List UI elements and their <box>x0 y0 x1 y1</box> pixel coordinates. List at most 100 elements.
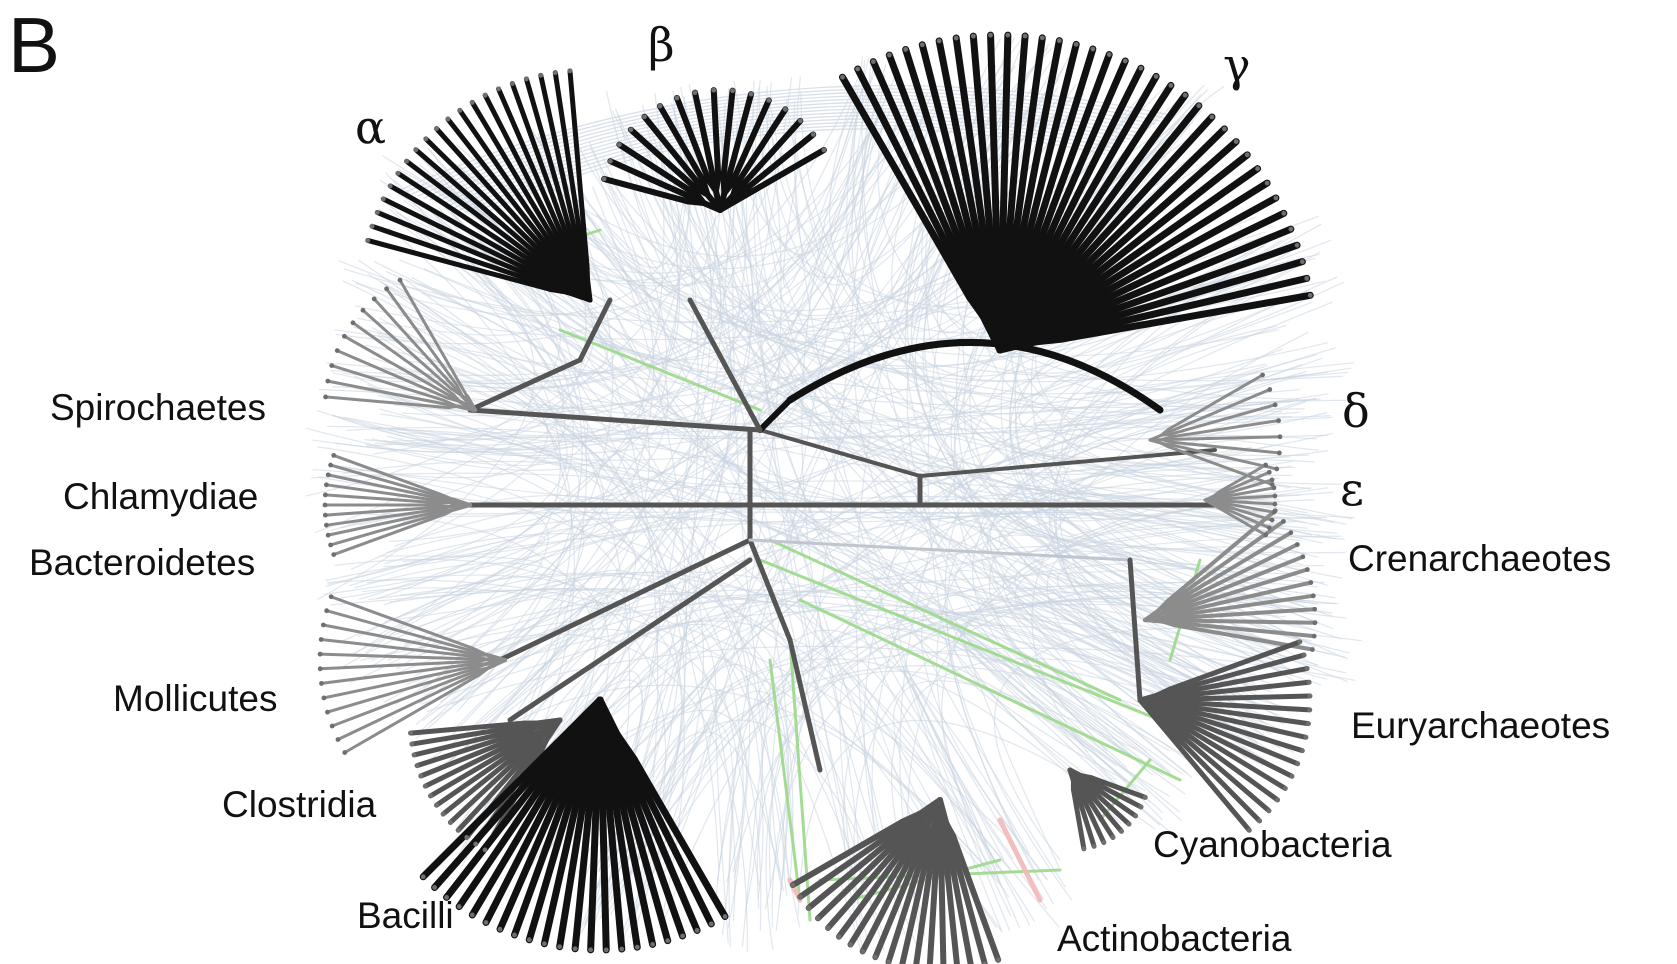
leaf-tip <box>538 73 543 78</box>
leaf-tip <box>331 552 336 557</box>
leaf-tip <box>1288 530 1293 535</box>
transfer-edge-highlight <box>1000 820 1040 900</box>
leaf-tip <box>1290 774 1295 779</box>
leaf-tip <box>860 949 865 954</box>
leaf-tip <box>326 533 331 538</box>
leaf-tip <box>553 70 558 75</box>
leaf-tip <box>328 463 333 468</box>
leaf-tip <box>483 93 488 98</box>
leaf-tip <box>1281 519 1286 524</box>
leaf-tip <box>542 941 547 946</box>
leaf-tip <box>398 278 403 283</box>
leaf-tip <box>365 238 370 243</box>
leaf-tip <box>1090 47 1095 52</box>
leaf-tip <box>408 731 413 736</box>
leaf-tip <box>1295 761 1300 766</box>
clade-label-clostridia: Clostridia <box>222 786 376 823</box>
chlamydiae-clade-leaf <box>331 514 438 545</box>
leaf-tip <box>412 753 417 758</box>
leaf-tip <box>396 171 401 176</box>
leaf-tip <box>1272 494 1277 499</box>
leaf-tip <box>1281 211 1286 216</box>
leaf-tip <box>783 107 788 112</box>
leaf-tip <box>568 68 573 73</box>
leaf-tip <box>602 177 607 182</box>
leaf-tip <box>608 159 613 164</box>
leaf-tip <box>1119 829 1124 834</box>
bacilli-clade-leaf <box>601 760 606 950</box>
leaf-tip <box>1234 139 1239 144</box>
cyanobacteria-clade-branch <box>1070 770 1073 781</box>
leaf-tip <box>319 637 324 642</box>
leaf-tip <box>318 652 323 657</box>
leaf-tip <box>1260 373 1265 378</box>
leaf-tip <box>798 118 803 123</box>
leaf-tip <box>524 77 529 82</box>
leaf-tip <box>1295 542 1300 547</box>
bacilli-clade-twig <box>601 735 602 760</box>
leaf-tip <box>675 96 680 101</box>
leaf-tip <box>1308 580 1313 585</box>
leaf-tip <box>1257 819 1262 824</box>
leaf-tip <box>822 148 827 153</box>
chlamydiae-clade-leaf <box>334 514 446 555</box>
leaf-tip <box>1196 103 1201 108</box>
leaf-tip <box>642 114 647 119</box>
leaf-tip <box>428 793 433 798</box>
leaf-tip <box>1305 666 1310 671</box>
leaf-tip <box>1300 554 1305 559</box>
leaf-tip <box>837 934 842 939</box>
leaf-tip <box>423 136 428 141</box>
panel-label: B <box>8 6 60 84</box>
leaf-tip <box>557 944 562 949</box>
leaf-tip <box>1274 467 1279 472</box>
leaf-tip <box>1267 525 1272 530</box>
leaf-tip <box>604 948 609 953</box>
leaf-tip <box>1272 502 1277 507</box>
leaf-tip <box>1295 243 1300 248</box>
leaf-tip <box>456 828 461 833</box>
leaf-tip <box>573 946 578 951</box>
leaf-tip <box>321 623 326 628</box>
leaf-tip <box>1277 451 1282 456</box>
leaf-tip <box>811 132 816 137</box>
clade-label-delta: δ <box>1342 388 1370 434</box>
leaf-tip <box>1092 844 1097 849</box>
leaf-tip <box>1312 607 1317 612</box>
leaf-tip <box>510 81 515 86</box>
leaf-tip <box>749 92 754 97</box>
leaf-tip <box>473 842 478 847</box>
leaf-tip <box>840 75 845 80</box>
leaf-tip <box>1272 485 1277 490</box>
clade-label-cyanobacteria: Cyanobacteria <box>1153 826 1392 863</box>
leaf-tip <box>1074 42 1079 47</box>
leaf-tip <box>483 848 488 853</box>
leaf-tip <box>331 453 336 458</box>
leaf-tip <box>325 710 330 715</box>
clade-label-epsilon: ε <box>1340 466 1364 512</box>
clade-label-euryarchaeotes: Euryarchaeotes <box>1351 707 1610 744</box>
leaf-tip <box>415 763 420 768</box>
leaf-tip <box>1278 434 1283 439</box>
leaf-tip <box>404 159 409 164</box>
leaf-tip <box>1303 735 1308 740</box>
leaf-tip <box>434 126 439 131</box>
leaf-tip <box>319 681 324 686</box>
leaf-tip <box>588 947 593 952</box>
leaf-tip <box>873 955 878 960</box>
leaf-tip <box>695 928 700 933</box>
leaf-tip <box>1312 634 1317 639</box>
leaf-tip <box>372 297 377 302</box>
leaf-tip <box>1005 33 1010 38</box>
leaf-tip <box>1139 805 1144 810</box>
leaf-tip <box>1308 293 1313 298</box>
leaf-tip <box>445 117 450 122</box>
leaf-tip <box>730 88 735 93</box>
leaf-tip <box>826 926 831 931</box>
leaf-tip <box>484 920 489 925</box>
leaf-tip <box>871 59 876 64</box>
leaf-tip <box>619 947 624 952</box>
leaf-tip <box>1107 52 1112 57</box>
leaf-tip <box>1273 508 1278 513</box>
leaf-tip <box>1308 694 1313 699</box>
